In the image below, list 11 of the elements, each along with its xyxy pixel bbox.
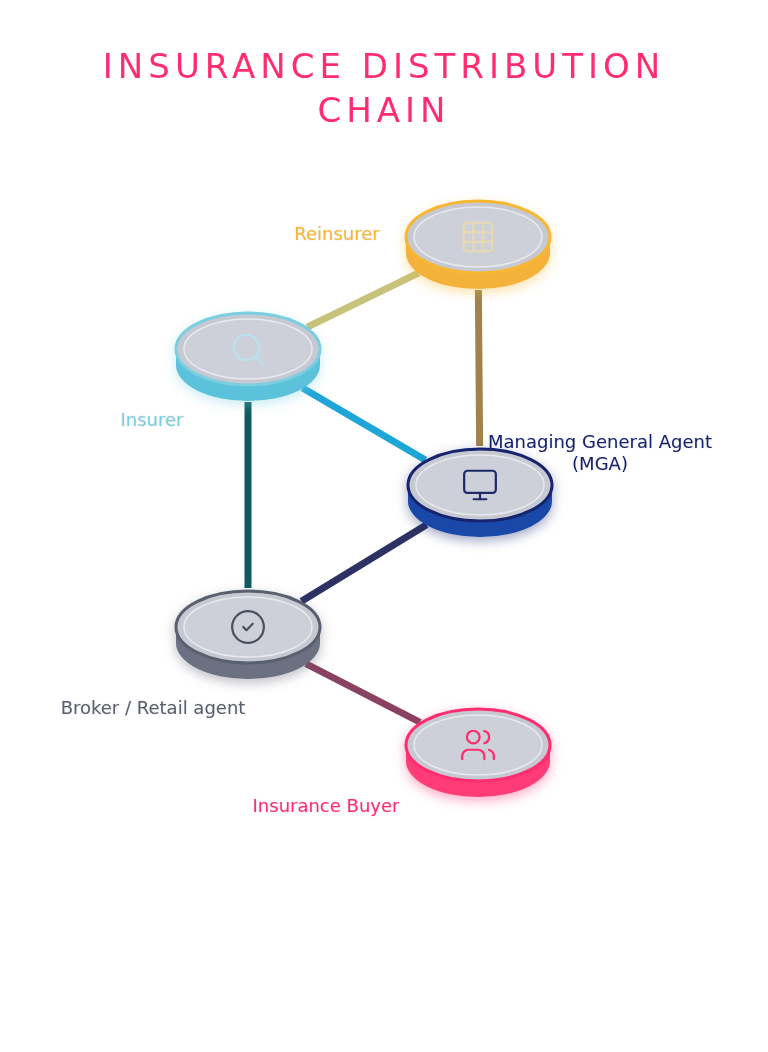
connector-line [305, 269, 421, 331]
connector-line [299, 521, 429, 605]
node-label: Managing General Agent (MGA) [487, 431, 713, 475]
connector-line [304, 660, 422, 726]
node-label: Broker / Retail agent [59, 697, 247, 719]
connector-line [300, 385, 428, 463]
connector-line [474, 289, 484, 447]
node-label: Reinsurer [293, 223, 381, 245]
title: INSURANCE DISTRIBUTION CHAIN [101, 45, 667, 132]
node-label: Insurance Buyer [251, 795, 401, 817]
node-label: Insurer [119, 409, 185, 431]
